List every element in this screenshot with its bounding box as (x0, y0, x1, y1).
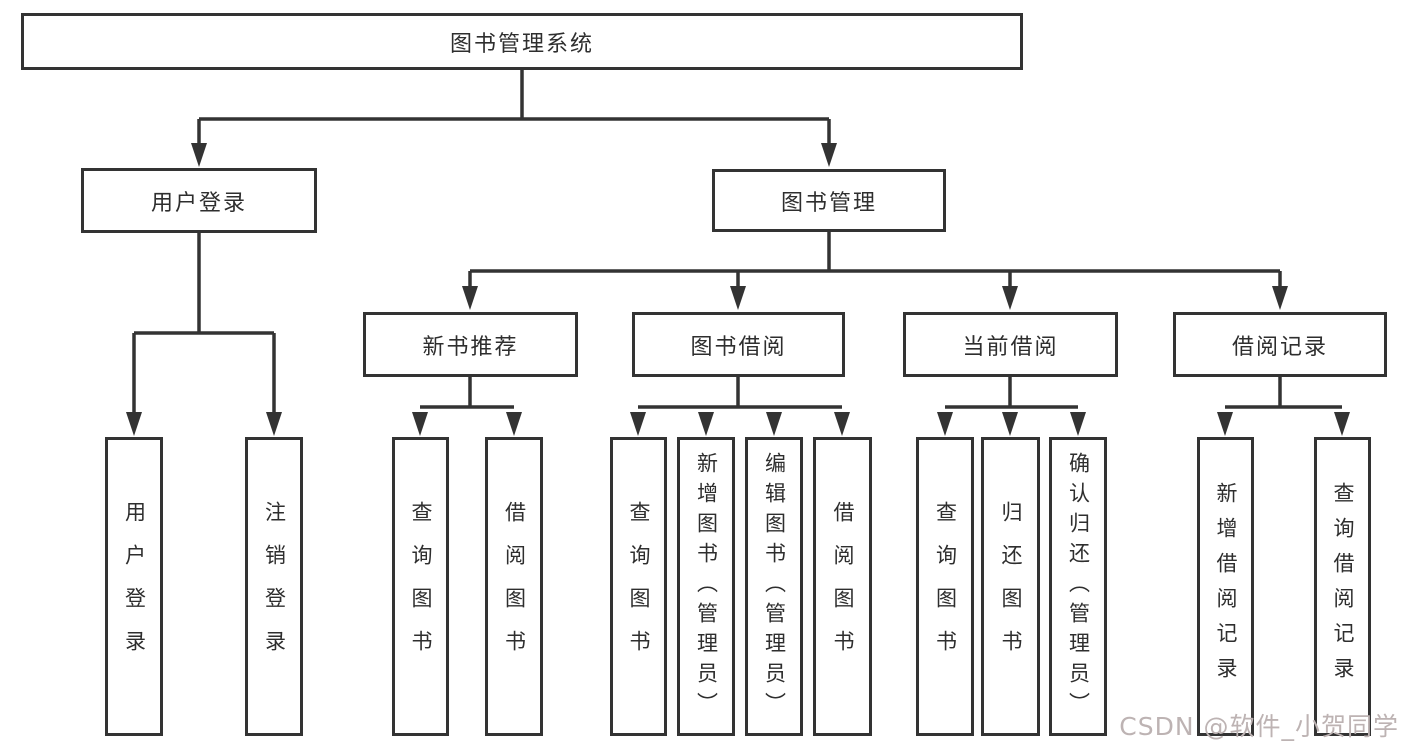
node-label: 用户登录 (150, 190, 247, 216)
arrowhead (1002, 412, 1018, 436)
arrowhead (630, 412, 646, 436)
node-root-system: 图书管理系统 (21, 13, 1023, 70)
node-current-borrow: 当前借阅 (903, 312, 1118, 377)
leaf-label: 借阅图书 (831, 500, 855, 673)
node-user-login: 用户登录 (81, 168, 317, 233)
arrowhead (506, 412, 522, 436)
leaf-query-books-3: 查询图书 (916, 437, 974, 736)
leaf-label: 查询借阅记录 (1331, 481, 1355, 692)
leaf-label: 确认归还（管理员） (1066, 451, 1091, 722)
arrowhead (462, 286, 478, 310)
node-label: 新书推荐 (422, 334, 519, 360)
leaf-user-login: 用户登录 (105, 437, 163, 736)
leaf-borrow-books-1: 借阅图书 (485, 437, 543, 736)
arrowhead (191, 143, 207, 167)
node-label: 借阅记录 (1231, 334, 1328, 360)
leaf-query-books-2: 查询图书 (610, 437, 667, 736)
leaf-confirm-return-admin: 确认归还（管理员） (1049, 437, 1107, 736)
arrowhead (730, 286, 746, 310)
leaf-label: 查询图书 (627, 500, 651, 673)
node-label: 图书管理系统 (449, 31, 594, 57)
leaf-label: 查询图书 (933, 500, 958, 673)
leaf-add-borrow-record: 新增借阅记录 (1197, 437, 1254, 736)
arrowhead (698, 412, 714, 436)
connector-path (132, 70, 1342, 414)
node-new-book-recommend: 新书推荐 (363, 312, 578, 377)
arrowhead (1334, 412, 1350, 436)
arrowhead (766, 412, 782, 436)
leaf-query-borrow-record: 查询借阅记录 (1314, 437, 1371, 736)
leaf-query-books-1: 查询图书 (392, 437, 449, 736)
leaf-label: 编辑图书（管理员） (762, 451, 787, 722)
node-book-management: 图书管理 (712, 169, 946, 232)
leaf-label: 新增借阅记录 (1214, 481, 1238, 692)
leaf-label: 查询图书 (409, 500, 433, 673)
node-book-borrow: 图书借阅 (632, 312, 845, 377)
arrowhead (1272, 286, 1288, 310)
leaf-logout: 注销登录 (245, 437, 303, 736)
leaf-return-books: 归还图书 (981, 437, 1040, 736)
arrowhead (937, 412, 953, 436)
arrowhead (1217, 412, 1233, 436)
node-label: 当前借阅 (962, 334, 1059, 360)
node-label: 图书管理 (780, 190, 877, 216)
node-label: 图书借阅 (690, 334, 787, 360)
node-borrow-records: 借阅记录 (1173, 312, 1387, 377)
leaf-label: 新增图书（管理员） (694, 451, 719, 722)
leaf-edit-books-admin: 编辑图书（管理员） (745, 437, 803, 736)
arrowhead (1002, 286, 1018, 310)
arrowhead (412, 412, 428, 436)
leaf-label: 注销登录 (262, 500, 287, 673)
arrowhead (821, 143, 837, 167)
leaf-add-books-admin: 新增图书（管理员） (677, 437, 735, 736)
arrowhead (266, 412, 282, 436)
leaf-label: 用户登录 (122, 500, 147, 673)
leaf-label: 归还图书 (999, 500, 1023, 673)
arrowhead (834, 412, 850, 436)
leaf-label: 借阅图书 (502, 500, 527, 673)
arrowhead (1070, 412, 1086, 436)
arrowhead (126, 412, 142, 436)
leaf-borrow-books-2: 借阅图书 (813, 437, 872, 736)
